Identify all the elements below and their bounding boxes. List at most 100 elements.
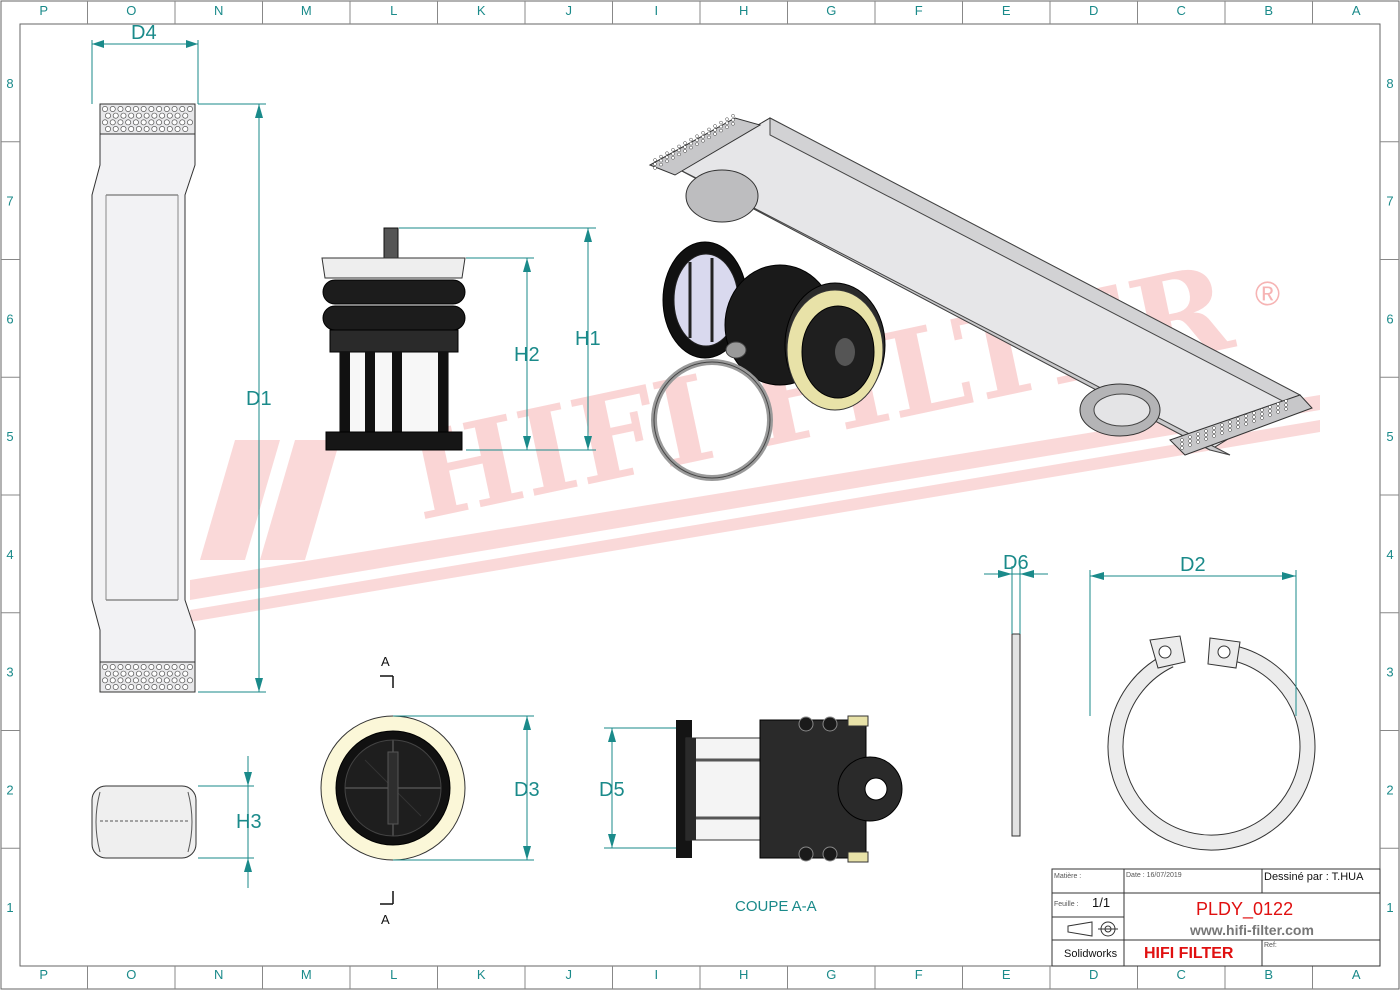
dimension-h3-label: H3: [236, 811, 262, 833]
perforation-hole: [182, 684, 189, 690]
perforation-hole: [689, 137, 693, 142]
perforation-hole: [1268, 413, 1272, 417]
perforation-hole: [148, 106, 155, 112]
zone-column-label: D: [1089, 967, 1098, 982]
perforation-hole: [719, 128, 723, 133]
perforation-holes-bottom: [102, 664, 193, 690]
perforation-hole: [701, 131, 705, 135]
perforation-hole: [151, 126, 158, 132]
perforation-hole: [159, 126, 166, 132]
perforation-hole: [1212, 434, 1216, 438]
perforation-hole: [707, 135, 711, 140]
perforation-hole: [117, 664, 124, 670]
dimension-d1: D1: [198, 103, 272, 693]
perforation-hole: [1244, 422, 1248, 426]
zone-row-label: 3: [1386, 665, 1393, 680]
perforation-hole: [1228, 420, 1232, 424]
perforation-hole: [1252, 419, 1256, 423]
perforation-hole: [151, 670, 158, 677]
perforation-hole: [683, 141, 687, 145]
perforation-hole: [653, 166, 657, 170]
perforation-hole: [1276, 410, 1280, 414]
zone-row-label: 7: [6, 194, 13, 209]
perforation-hole: [166, 670, 173, 677]
zone-column-label: E: [1002, 3, 1011, 18]
perforation-hole: [725, 125, 729, 129]
section-marker-top-label: A: [381, 654, 390, 669]
perforation-hole: [159, 684, 166, 690]
plug-front-view: [320, 715, 466, 861]
dimension-h3: H3: [198, 756, 262, 888]
zone-column-label: M: [301, 3, 312, 18]
perforation-hole: [725, 121, 729, 125]
perforation-hole: [120, 126, 127, 132]
perforation-hole: [187, 106, 193, 112]
perforation-hole: [695, 134, 699, 138]
zone-column-label: E: [1002, 967, 1011, 982]
perforation-hole: [713, 128, 717, 132]
perforation-hole: [148, 677, 155, 684]
perforation-hole: [120, 112, 127, 119]
perforation-hole: [671, 152, 675, 156]
perforation-hole: [125, 119, 132, 126]
zone-column-label: H: [739, 3, 748, 18]
zone-column-label: P: [39, 3, 48, 18]
perforation-hole: [665, 151, 669, 155]
title-block-feuille-label: Feuille :: [1054, 901, 1079, 908]
perforation-hole: [117, 677, 124, 684]
perforation-hole: [689, 145, 693, 150]
perforation-hole: [1188, 443, 1192, 447]
perforation-hole: [159, 670, 166, 677]
perforation-hole: [1188, 439, 1192, 443]
perforation-hole: [677, 152, 681, 157]
perforation-hole: [1204, 429, 1208, 433]
dimension-d2-label: D2: [1180, 554, 1206, 576]
zone-column-label: K: [477, 3, 486, 18]
perforation-hole: [140, 106, 147, 112]
perforation-hole: [683, 145, 687, 149]
dimension-d6: D6: [984, 552, 1048, 634]
perforation-hole: [1268, 405, 1272, 409]
perforation-hole: [1268, 409, 1272, 413]
perforation-hole: [135, 126, 142, 132]
title-block-software: Solidworks: [1064, 948, 1118, 960]
perforation-hole: [120, 670, 127, 677]
perforation-hole: [665, 155, 669, 159]
perforation-hole: [102, 119, 108, 126]
dimension-h2-label: H2: [514, 344, 540, 366]
dimension-d5: D5: [599, 727, 676, 849]
zone-row-label: 1: [1386, 900, 1393, 915]
zone-row-label: 6: [6, 311, 13, 326]
perforation-hole: [653, 162, 657, 166]
perforation-hole: [659, 154, 663, 159]
dimension-h2: H2: [466, 257, 540, 451]
circlip-side-view: [1011, 633, 1021, 837]
perforation-hole: [182, 112, 189, 119]
perforation-hole: [163, 664, 170, 670]
perforation-hole: [128, 112, 135, 119]
perforation-hole: [156, 677, 163, 684]
perforation-hole: [1276, 402, 1280, 406]
perforation-hole: [166, 112, 173, 119]
perforation-hole: [128, 670, 135, 677]
perforation-hole: [156, 106, 163, 112]
perforation-hole: [659, 162, 663, 167]
perforation-hole: [163, 677, 170, 684]
perforation-hole: [713, 132, 717, 136]
zone-column-label: F: [915, 967, 923, 982]
perforation-hole: [102, 664, 108, 670]
title-block-matiere: Matière :: [1054, 873, 1081, 880]
perforation-hole: [148, 664, 155, 670]
dimension-d4-label: D4: [131, 22, 157, 44]
perforation-hole: [132, 664, 139, 670]
perforation-hole: [128, 684, 135, 690]
perforation-hole: [1236, 421, 1240, 425]
perforation-hole: [671, 156, 675, 160]
zone-row-label: 8: [6, 76, 13, 91]
perforation-hole: [187, 677, 193, 684]
zone-row-label: 7: [1386, 194, 1393, 209]
perforation-hole: [671, 148, 675, 152]
section-marker-top: A: [380, 654, 394, 688]
perforation-hole: [1252, 411, 1256, 415]
section-caption: COUPE A-A: [735, 898, 817, 915]
